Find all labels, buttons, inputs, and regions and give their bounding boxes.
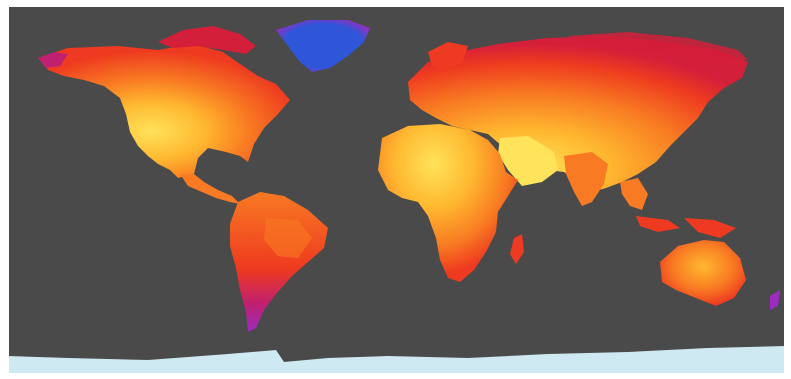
indonesia-1 <box>636 216 680 232</box>
central-america <box>180 174 240 204</box>
se-asia <box>620 178 648 210</box>
alaska-coast <box>38 52 68 68</box>
scandinavia <box>428 42 468 72</box>
greenland <box>276 20 370 72</box>
world-temperature-map <box>8 6 785 374</box>
north-america <box>38 44 290 178</box>
brazil-highlands <box>264 218 312 258</box>
antarctica <box>8 346 785 374</box>
australia <box>660 240 746 306</box>
indonesia-2 <box>684 218 736 238</box>
madagascar <box>510 234 524 264</box>
new-zealand <box>770 290 780 310</box>
india <box>564 152 608 206</box>
south-america <box>230 192 328 332</box>
arabia <box>498 136 558 186</box>
eurasia <box>408 36 748 192</box>
africa <box>378 124 518 282</box>
siberia-north <box>568 32 748 60</box>
canadian-arctic <box>158 26 256 54</box>
map-border <box>8 6 785 374</box>
